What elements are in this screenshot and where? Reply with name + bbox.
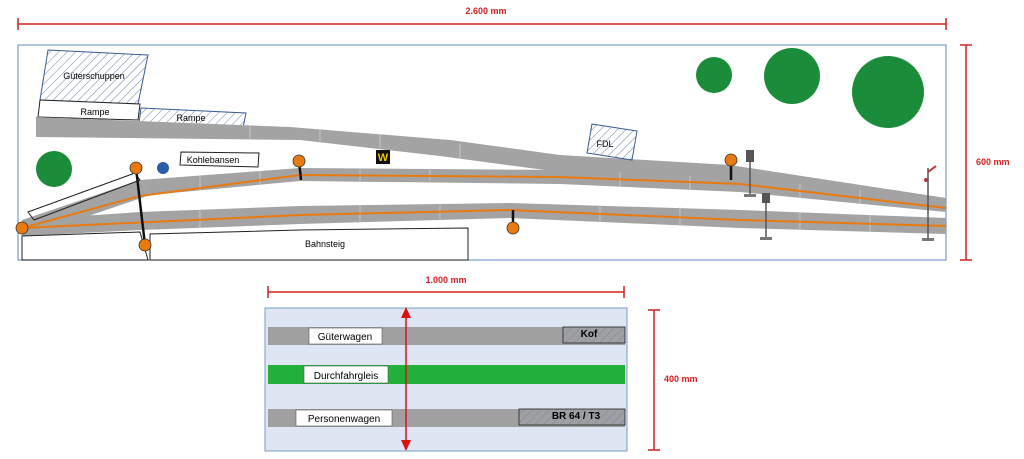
width-dimension: 2.600 mm [17, 6, 947, 30]
detail-vertical-arrow [401, 307, 411, 451]
detail-width-label: 1.000 mm [425, 275, 466, 285]
ramp-1-label: Rampe [80, 107, 109, 117]
goods-track [36, 117, 946, 210]
detail-height-dimension: 400 mm [648, 309, 698, 451]
kof-loco-label: Kof [581, 329, 598, 340]
kof-loco [562, 326, 626, 344]
coal-bunker-label: Kohlebansen [187, 155, 240, 165]
left-platform-lower [21, 231, 149, 261]
width-dimension-label: 2.600 mm [465, 6, 506, 16]
fdl-building: FDL [586, 123, 638, 161]
turnout-icon [15, 221, 29, 235]
detail-track-2-label: Durchfahrgleis [314, 371, 378, 382]
turnout-icon [506, 221, 520, 235]
detail-track-3-label-box [295, 409, 393, 427]
tree-icon [696, 57, 732, 93]
semaphore-signal-icon [922, 165, 937, 241]
fdl-label: FDL [596, 139, 613, 149]
connecting-track [22, 180, 150, 236]
turnout-icon [138, 238, 152, 252]
turnout-icon [724, 153, 738, 167]
platform-label: Bahnsteig [305, 239, 345, 249]
goods-shed-label: Güterschuppen [63, 71, 125, 81]
detail-track-1-label: Güterwagen [318, 332, 372, 343]
whistle-sign-label: W [378, 152, 389, 164]
turnouts [15, 153, 738, 252]
tree-icon [36, 151, 72, 187]
detail-width-dimension: 1.000 mm [267, 275, 625, 298]
height-dimension: 600 mm [960, 44, 1010, 261]
signal-icon [760, 193, 772, 240]
coal-bunker: Kohlebansen [179, 151, 260, 168]
br64-loco-label: BR 64 / T3 [552, 411, 601, 422]
tree-icon [852, 56, 924, 128]
main-track [22, 203, 946, 236]
whistle-sign: W [376, 150, 390, 164]
ramp-1: Rampe [37, 99, 141, 121]
detail-track-3-label: Personenwagen [308, 414, 380, 425]
ramp-2-label: Rampe [176, 113, 205, 123]
detail-height-label: 400 mm [664, 374, 698, 384]
turnout-icon [292, 154, 306, 168]
detail-track-2-label-box [303, 365, 389, 384]
tree-icon [764, 48, 820, 104]
height-dimension-label: 600 mm [976, 157, 1010, 167]
left-platform [27, 172, 141, 221]
water-crane-icon [157, 162, 169, 174]
detail-track-1-label-box [308, 327, 383, 345]
platform: Bahnsteig [149, 227, 469, 261]
signal-icon [744, 150, 756, 197]
middle-track [140, 168, 946, 212]
br64-loco [518, 408, 626, 426]
goods-shed: Güterschuppen [39, 49, 149, 105]
turnout-icon [129, 161, 143, 175]
route-lines [21, 173, 947, 229]
